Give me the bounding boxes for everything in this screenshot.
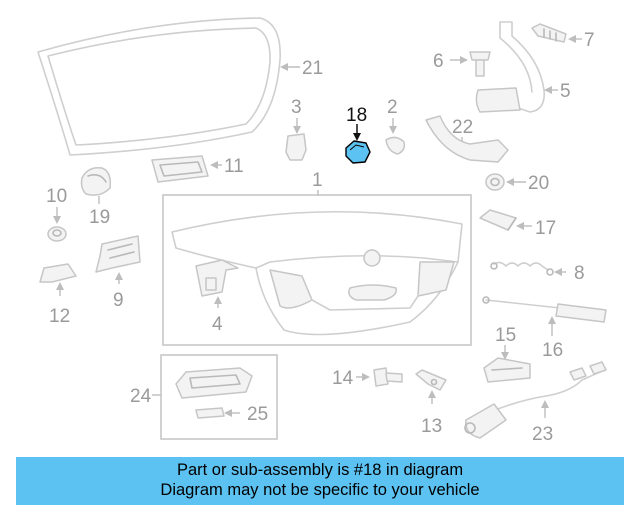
part-8-spring: [490, 261, 566, 276]
trunk-lid-frame: [162, 194, 472, 346]
callout-10: 10: [46, 186, 67, 207]
callout-3: 3: [291, 97, 302, 118]
callout-18: 18: [346, 105, 367, 126]
part-20-bumper: [485, 173, 526, 191]
part-14-bolt: [373, 367, 403, 387]
part-10-grommet: [47, 226, 67, 242]
part-16-strut: [482, 296, 607, 323]
part-2-plug: [385, 136, 406, 155]
banner-line-1: Part or sub-assembly is #18 in diagram: [176, 461, 464, 479]
callout-15: 15: [495, 325, 516, 346]
callout-22: 22: [452, 117, 473, 138]
part-1-trunk-lid: [171, 210, 463, 336]
part-6-bolt: [469, 51, 491, 77]
handle-assembly-frame: [160, 354, 278, 440]
callout-23: 23: [532, 424, 553, 445]
callout-11: 11: [224, 156, 244, 177]
part-15-lamp: [483, 357, 531, 383]
part-22-hinge: [425, 115, 509, 163]
part-17-block: [479, 209, 532, 231]
callout-24: 24: [130, 386, 152, 407]
callout-14: 14: [332, 368, 354, 389]
part-3-bracket: [285, 133, 307, 161]
part-13-bracket: [415, 369, 447, 391]
callout-17: 17: [535, 218, 556, 239]
callout-7: 7: [584, 30, 595, 51]
callout-8: 8: [574, 263, 585, 284]
banner-line-2: Diagram may not be specific to your vehi…: [160, 481, 480, 499]
part-24-handle: [175, 367, 253, 399]
callout-6: 6: [433, 51, 444, 72]
part-11-pad: [151, 155, 222, 183]
callout-25: 25: [247, 404, 268, 425]
callout-4: 4: [212, 314, 223, 335]
part-7-screw: [531, 23, 582, 43]
callout-13: 13: [421, 416, 442, 437]
part-9-actuator: [95, 235, 141, 273]
callout-20: 20: [528, 173, 549, 194]
callout-16: 16: [542, 340, 563, 361]
callout-9: 9: [113, 290, 124, 311]
callout-1: 1: [312, 170, 323, 191]
part-23-camera: [464, 361, 607, 439]
part-12-bracket: [39, 263, 77, 283]
callout-21: 21: [302, 58, 323, 79]
callout-2: 2: [387, 97, 398, 118]
part-25-bulb: [195, 407, 240, 419]
part-21-seal: [37, 17, 300, 156]
part-19-clip: [80, 166, 112, 204]
callout-19: 19: [89, 207, 110, 228]
part-4-lock: [195, 259, 239, 297]
part-5-hinge: [475, 21, 558, 113]
callout-5: 5: [560, 81, 571, 102]
callout-12: 12: [49, 306, 70, 327]
info-banner: Part or sub-assembly is #18 in diagram D…: [16, 457, 624, 505]
part-18-highlighted[interactable]: [345, 140, 371, 164]
